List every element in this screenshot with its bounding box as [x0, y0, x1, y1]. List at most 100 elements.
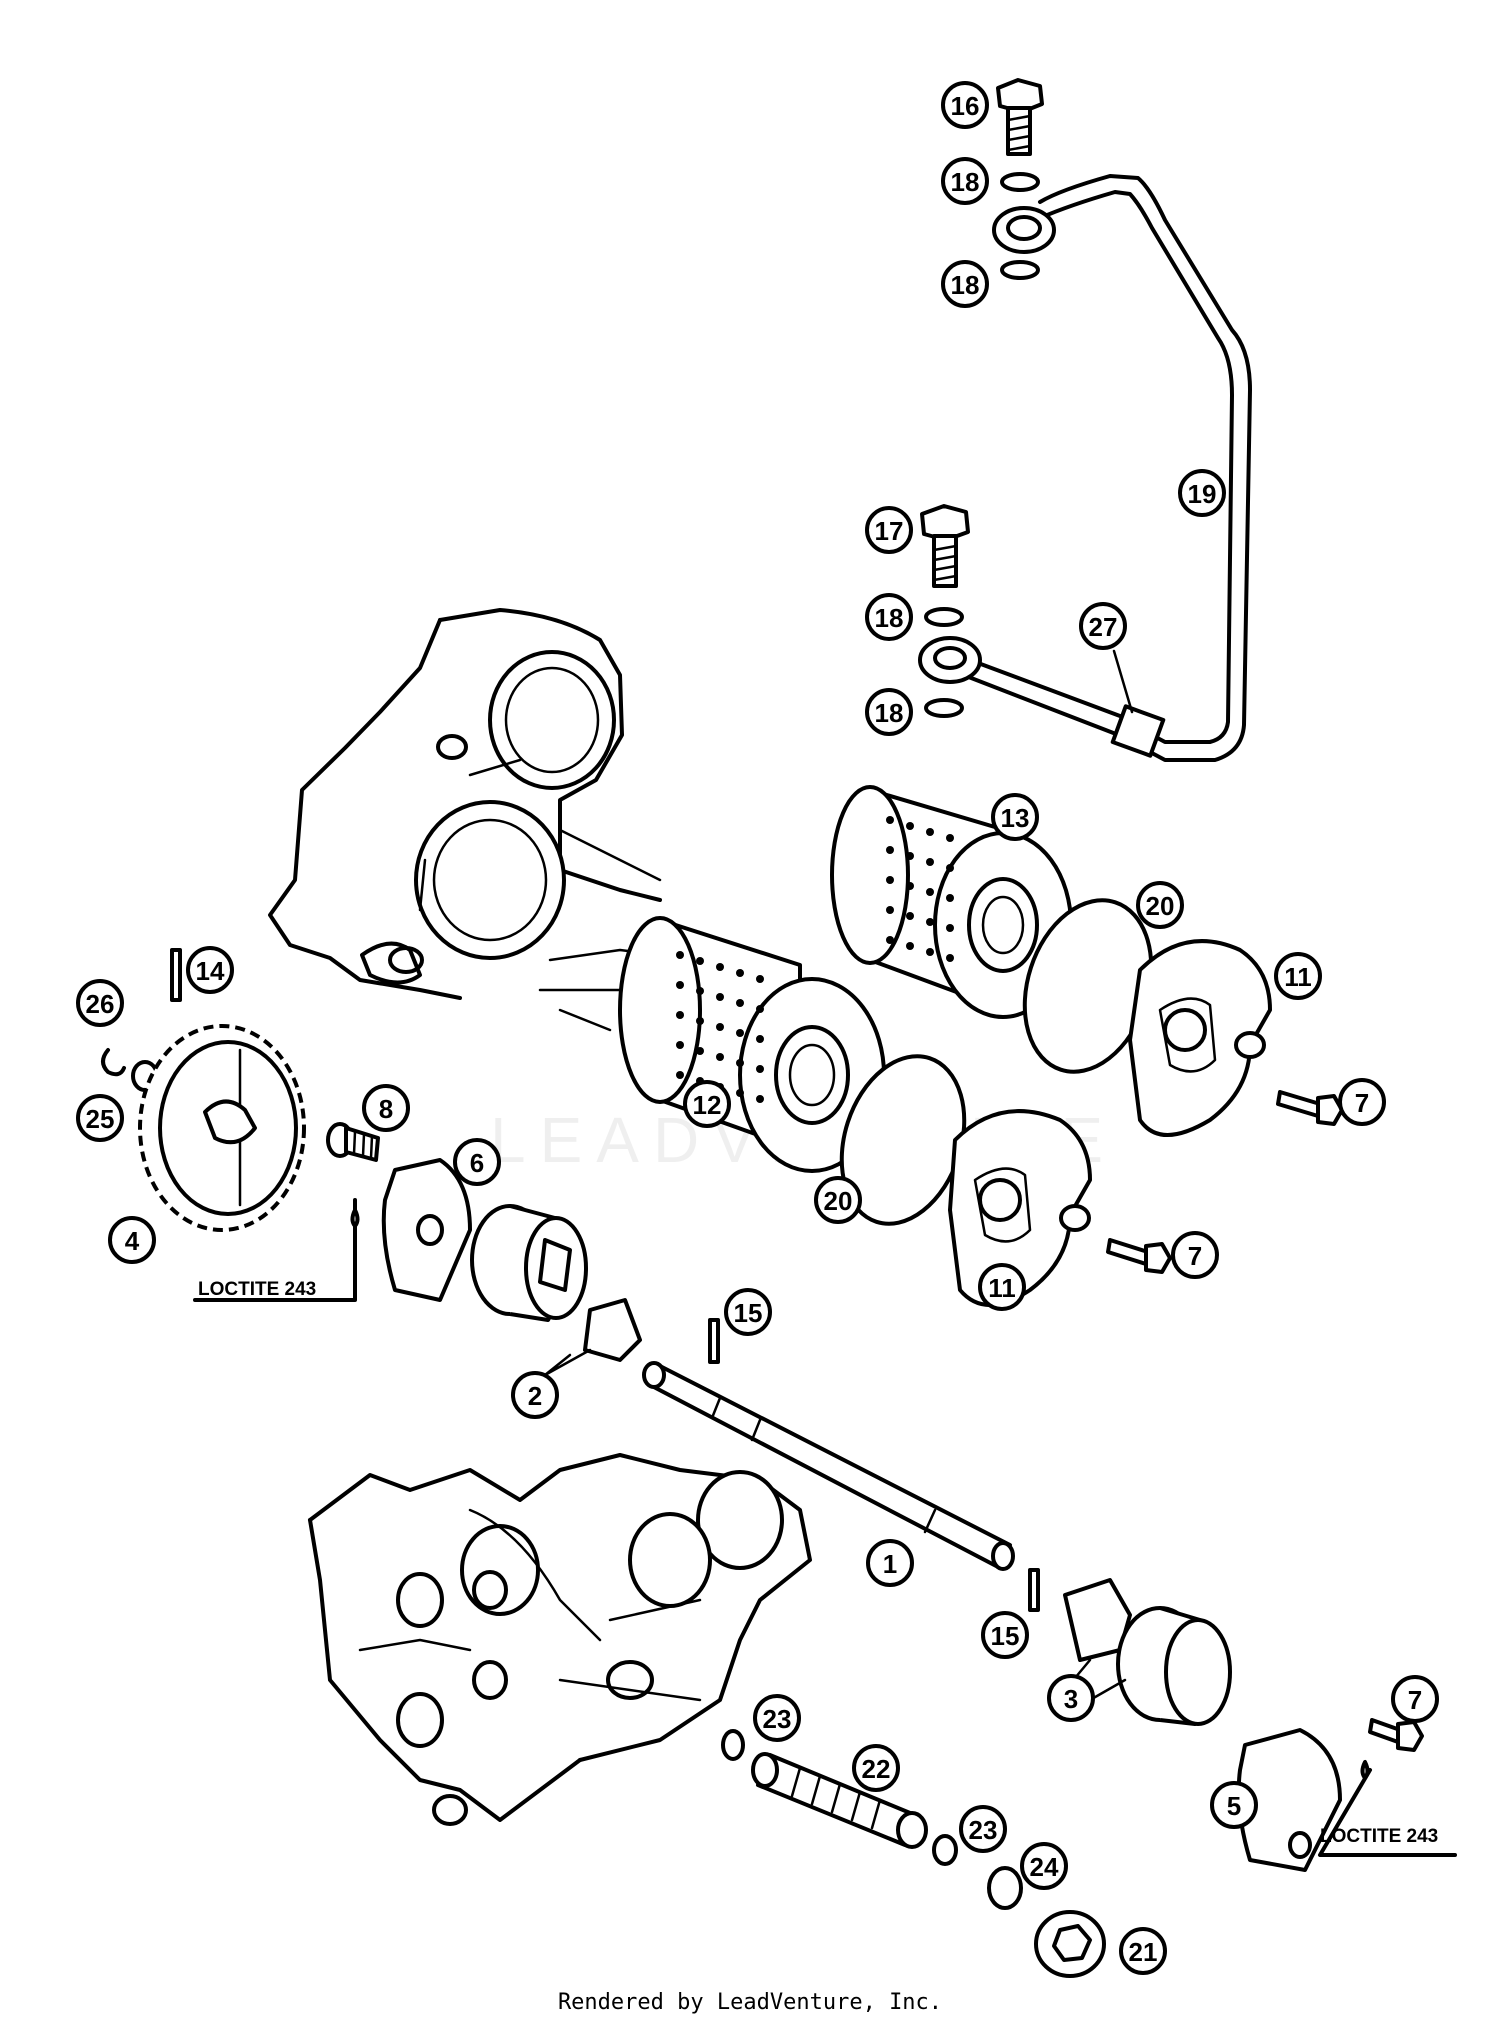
callout-circle [1047, 1674, 1095, 1722]
oil-filter-13 [830, 785, 1073, 1019]
callout-part-22: 22 [852, 1744, 900, 1792]
callout-number: 27 [1089, 612, 1118, 642]
callout-circle [362, 1084, 410, 1132]
callout-number: 12 [693, 1090, 722, 1120]
banjo-bolt-16 [996, 78, 1044, 156]
callout-circle [683, 1080, 731, 1128]
callout-number: 18 [951, 167, 980, 197]
callout-part-11: 11 [978, 1263, 1026, 1311]
callout-circle [866, 1539, 914, 1587]
callout-part-24: 24 [1020, 1842, 1068, 1890]
callout-part-23: 23 [959, 1805, 1007, 1853]
callout-part-2: 2 [511, 1371, 559, 1419]
callout-circle [453, 1138, 501, 1186]
callout-part-23: 23 [753, 1694, 801, 1742]
render-credit: Rendered by LeadVenture, Inc. [557, 1990, 943, 2015]
callout-circle [76, 979, 124, 1027]
callout-circle [991, 793, 1039, 841]
relief-valve-22 [751, 1752, 928, 1849]
callout-part-7: 7 [1338, 1078, 1386, 1126]
callout-number: 15 [991, 1621, 1020, 1651]
callout-number: 7 [1408, 1685, 1422, 1715]
gear-4 [138, 1024, 306, 1232]
callout-circle [978, 1263, 1026, 1311]
callout-number: 22 [862, 1754, 891, 1784]
crankcase-upper [268, 608, 662, 1032]
callout-circle [959, 1805, 1007, 1853]
callout-circle [865, 688, 913, 736]
loctite-note-left: LOCTITE 243 [198, 1279, 316, 1300]
callout-part-7: 7 [1171, 1231, 1219, 1279]
callout-part-18: 18 [941, 260, 989, 308]
callout-part-18: 18 [941, 157, 989, 205]
callout-circle [941, 81, 989, 129]
callout-number: 2 [528, 1381, 542, 1411]
callout-part-13: 13 [991, 793, 1039, 841]
callout-number: 3 [1064, 1684, 1078, 1714]
callout-circle [1274, 952, 1322, 1000]
callout-circle [865, 506, 913, 554]
callout-part-17: 17 [865, 506, 913, 554]
callout-part-6: 6 [453, 1138, 501, 1186]
callout-number: 16 [951, 91, 980, 121]
callout-circle [108, 1216, 156, 1264]
callout-circle [852, 1744, 900, 1792]
callout-circle [941, 157, 989, 205]
loctite-note-right: LOCTITE 243 [1320, 1826, 1438, 1847]
o-ring-24 [987, 1866, 1023, 1910]
banjo-bolt-17 [920, 504, 970, 588]
callout-circle [814, 1176, 862, 1224]
callout-part-20: 20 [814, 1176, 862, 1224]
sleeve-27 [1110, 649, 1166, 758]
callout-part-20: 20 [1136, 881, 1184, 929]
callout-number: 15 [734, 1298, 763, 1328]
callout-part-14: 14 [186, 946, 234, 994]
callout-part-16: 16 [941, 81, 989, 129]
callout-part-19: 19 [1178, 469, 1226, 517]
plug-21 [1034, 1910, 1106, 1978]
callout-number: 7 [1355, 1088, 1369, 1118]
callout-part-3: 3 [1047, 1674, 1095, 1722]
callout-circle [1020, 1842, 1068, 1890]
callout-number: 8 [379, 1094, 393, 1124]
washer-18-lower-a [924, 607, 964, 627]
callout-number: 7 [1188, 1241, 1202, 1271]
callout-number: 1 [883, 1549, 897, 1579]
callout-part-18: 18 [865, 688, 913, 736]
callout-part-15: 15 [981, 1611, 1029, 1659]
banjo-fitting-lower [918, 636, 1122, 736]
pump-cover-6-hole [416, 1214, 444, 1246]
pin-15-lower [1028, 1568, 1040, 1612]
pin-14 [170, 948, 182, 1002]
callout-number: 14 [196, 956, 225, 986]
callout-part-8: 8 [362, 1084, 410, 1132]
callout-number: 23 [969, 1815, 998, 1845]
callout-circle [1171, 1231, 1219, 1279]
callout-part-21: 21 [1119, 1927, 1167, 1975]
callout-number: 25 [86, 1104, 115, 1134]
callout-number: 24 [1030, 1852, 1059, 1882]
callout-circle [1391, 1675, 1439, 1723]
pump-shaft-1 [642, 1361, 1015, 1571]
callout-circle [1136, 881, 1184, 929]
pin-15-upper [708, 1318, 720, 1364]
callout-circle [1079, 602, 1127, 650]
callout-number: 17 [875, 516, 904, 546]
callout-part-26: 26 [76, 979, 124, 1027]
callout-circle [1178, 469, 1226, 517]
callout-part-27: 27 [1079, 602, 1127, 650]
callout-part-25: 25 [76, 1094, 124, 1142]
callout-number: 23 [763, 1704, 792, 1734]
callout-part-11: 11 [1274, 952, 1322, 1000]
bolt-7-lower [1106, 1238, 1172, 1274]
callout-number: 21 [1129, 1937, 1158, 1967]
loctite-drop-right [1360, 1760, 1370, 1780]
callout-part-18: 18 [865, 593, 913, 641]
oil-pump-rotor-2 [470, 1204, 588, 1322]
callout-part-15: 15 [724, 1288, 772, 1336]
callout-number: 19 [1188, 479, 1217, 509]
loctite-drop-left [350, 1208, 360, 1228]
oil-pump-rotor-3 [1116, 1606, 1232, 1726]
callout-number: 18 [875, 698, 904, 728]
